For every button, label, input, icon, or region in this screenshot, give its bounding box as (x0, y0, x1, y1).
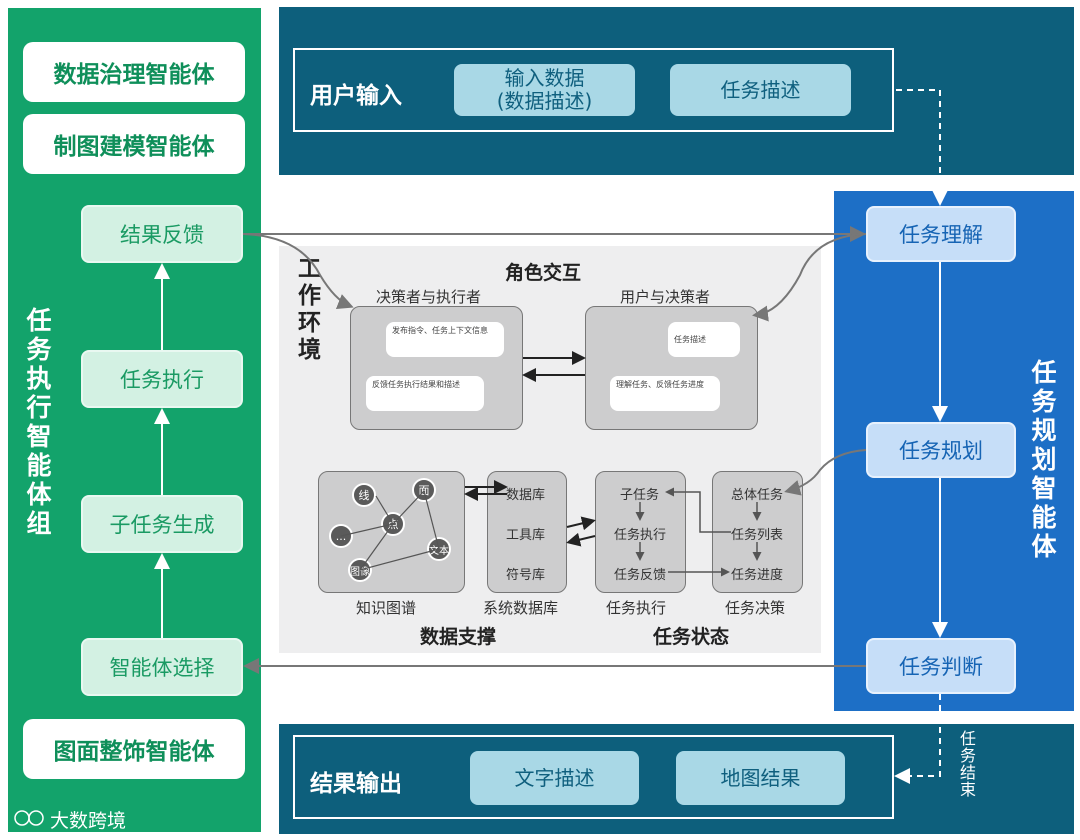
mapping-modeling-agent: 制图建模智能体 (23, 114, 245, 174)
task-description-box: 任务描述 (670, 64, 851, 116)
task-status-title: 任务状态 (653, 626, 730, 648)
arrow-list-to-subtask (665, 487, 731, 533)
task-execution-group-title: 任务执行智能体组 (26, 306, 52, 538)
arrow-db-to-exec (566, 516, 596, 531)
system-database-label: 系统数据库 (483, 599, 559, 617)
step-task-judgement: 任务判断 (866, 638, 1016, 694)
result-output-title: 结果输出 (310, 771, 402, 797)
exec-item-subtask: 子任务 (620, 488, 660, 503)
result-output-frame (293, 735, 894, 819)
knowledge-graph-label: 知识图谱 (356, 599, 417, 617)
task-decision-label: 任务决策 (725, 599, 786, 617)
speech-bubble-understand-task: 理解任务、反馈任务进度 (610, 376, 720, 411)
map-result-box: 地图结果 (676, 751, 845, 805)
watermark-logo-icon (14, 810, 44, 826)
step-task-understanding: 任务理解 (866, 206, 1016, 262)
data-support-title: 数据支撑 (420, 626, 497, 648)
speech-bubble-instructions: 发布指令、任务上下文信息 (386, 322, 504, 357)
map-finishing-agent: 图面整饰智能体 (23, 719, 245, 779)
exec-item-feedback: 任务反馈 (614, 568, 667, 583)
curve-understanding-to-user-decision (752, 233, 867, 322)
dashed-arrow-judgement-to-output (894, 694, 941, 784)
data-governance-agent: 数据治理智能体 (23, 42, 245, 102)
text-description-box: 文字描述 (470, 751, 639, 805)
role-interaction-title: 角色交互 (505, 262, 582, 284)
user-decision-label: 用户与决策者 (620, 288, 711, 306)
speech-bubble-feedback: 反馈任务执行结果和描述 (366, 376, 484, 411)
user-input-title: 用户输入 (310, 83, 402, 109)
watermark-text: 大数跨境 (50, 810, 127, 832)
curve-planning-to-overall-task (784, 449, 867, 496)
exec-item-execution: 任务执行 (614, 528, 667, 543)
dashed-arrow-task-to-understanding (896, 89, 948, 206)
step-result-feedback: 结果反馈 (81, 205, 243, 263)
db-item-database: 数据库 (506, 488, 546, 503)
input-data-sub-label: (数据描述) (496, 89, 593, 113)
kg-node-surface: 面 (412, 478, 436, 502)
task-execution-status-label: 任务执行 (606, 599, 667, 617)
arrow-exec-to-db (566, 532, 596, 547)
input-data-label: 输入数据 (504, 66, 585, 90)
step-task-planning: 任务规划 (866, 422, 1016, 478)
work-environment-title: 工作环境 (298, 256, 321, 363)
db-item-toolbox: 工具库 (506, 528, 546, 543)
input-data-box: 输入数据 (数据描述) (454, 64, 635, 116)
user-input-frame (293, 48, 894, 132)
db-item-symbols: 符号库 (506, 568, 546, 583)
speech-bubble-task-description: 任务描述 (668, 322, 740, 357)
curve-feedback-to-decision-executor (242, 233, 354, 309)
decision-executor-label: 决策者与执行者 (376, 288, 482, 306)
step-task-execution: 任务执行 (81, 350, 243, 408)
decision-item-overall: 总体任务 (731, 488, 784, 503)
task-planning-agent-title: 任务规划智能体 (1031, 358, 1057, 561)
task-end-label: 任务结束 (959, 729, 976, 799)
decision-item-progress: 任务进度 (731, 568, 784, 583)
kg-node-line: 线 (352, 483, 376, 507)
step-agent-selection: 智能体选择 (81, 638, 243, 696)
decision-item-list: 任务列表 (731, 528, 784, 543)
step-subtask-generation: 子任务生成 (81, 495, 243, 553)
